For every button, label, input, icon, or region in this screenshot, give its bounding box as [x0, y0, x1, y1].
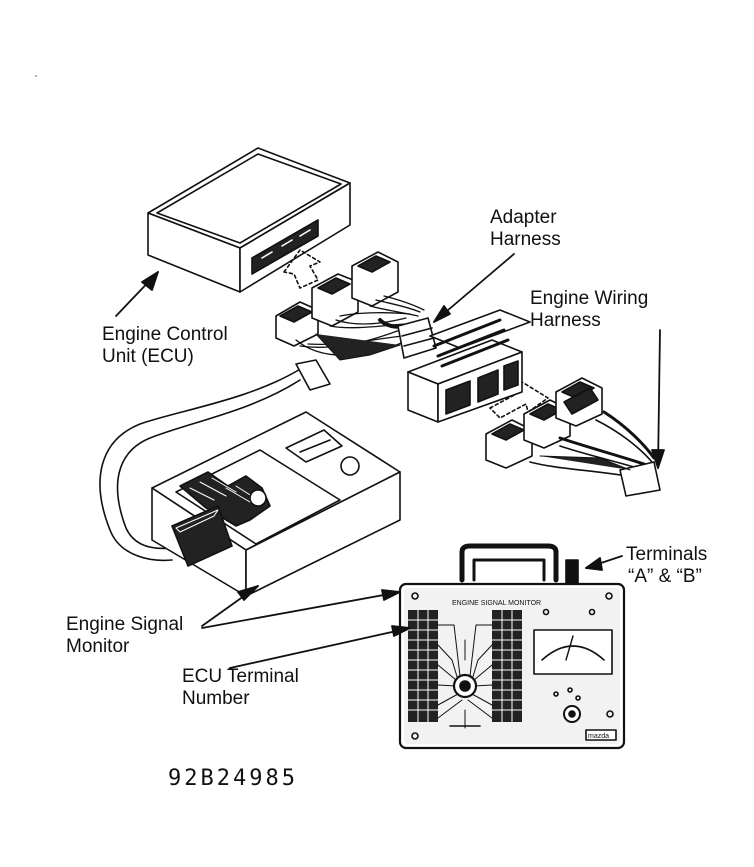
esm-leader-panel: [201, 591, 401, 629]
ecu-terminal-leader: [229, 627, 411, 669]
label-terminals-line1: Terminals: [626, 544, 708, 565]
figure-number: 92B24985: [168, 766, 298, 791]
ecu-side-connectors: [275, 251, 399, 347]
label-engine-signal-monitor: Engine Signal Monitor: [66, 614, 183, 658]
monitor-cable: [99, 359, 331, 562]
ecu-unit: [147, 147, 351, 293]
label-esm-line2: Monitor: [66, 636, 130, 657]
label-adapter-harness: Adapter Harness: [490, 207, 561, 251]
signal-monitor-3d: [151, 411, 401, 597]
label-ecu-terminal-line1: ECU Terminal: [182, 666, 299, 687]
engine-wiring-connectors: [485, 377, 661, 497]
label-ecu-terminal-line2: Number: [182, 688, 250, 709]
label-wiring-line1: Engine Wiring: [530, 288, 649, 309]
adapter-harness-wires: [295, 295, 425, 361]
label-ecu-line2: Unit (ECU): [102, 346, 194, 367]
panel-brand: mazda: [588, 733, 609, 740]
panel-title: ENGINE SIGNAL MONITOR: [452, 600, 541, 607]
label-engine-wiring-harness: Engine Wiring Harness: [530, 288, 648, 332]
label-ecu-terminal-number: ECU Terminal Number: [182, 666, 299, 710]
label-terminals-line2: “A” & “B”: [628, 566, 702, 587]
label-adapter-line2: Harness: [490, 229, 561, 250]
wiring-leader: [657, 329, 661, 469]
label-wiring-line2: Harness: [530, 310, 601, 331]
label-terminals: Terminals “A” & “B”: [626, 544, 707, 588]
label-ecu: Engine Control Unit (ECU): [102, 324, 228, 368]
label-ecu-line1: Engine Control: [102, 324, 228, 345]
label-adapter-line1: Adapter: [490, 207, 557, 228]
label-esm-line1: Engine Signal: [66, 614, 184, 635]
adapter-connector: [407, 309, 531, 423]
signal-monitor-panel: [398, 543, 626, 750]
leader-lines: [115, 253, 665, 669]
